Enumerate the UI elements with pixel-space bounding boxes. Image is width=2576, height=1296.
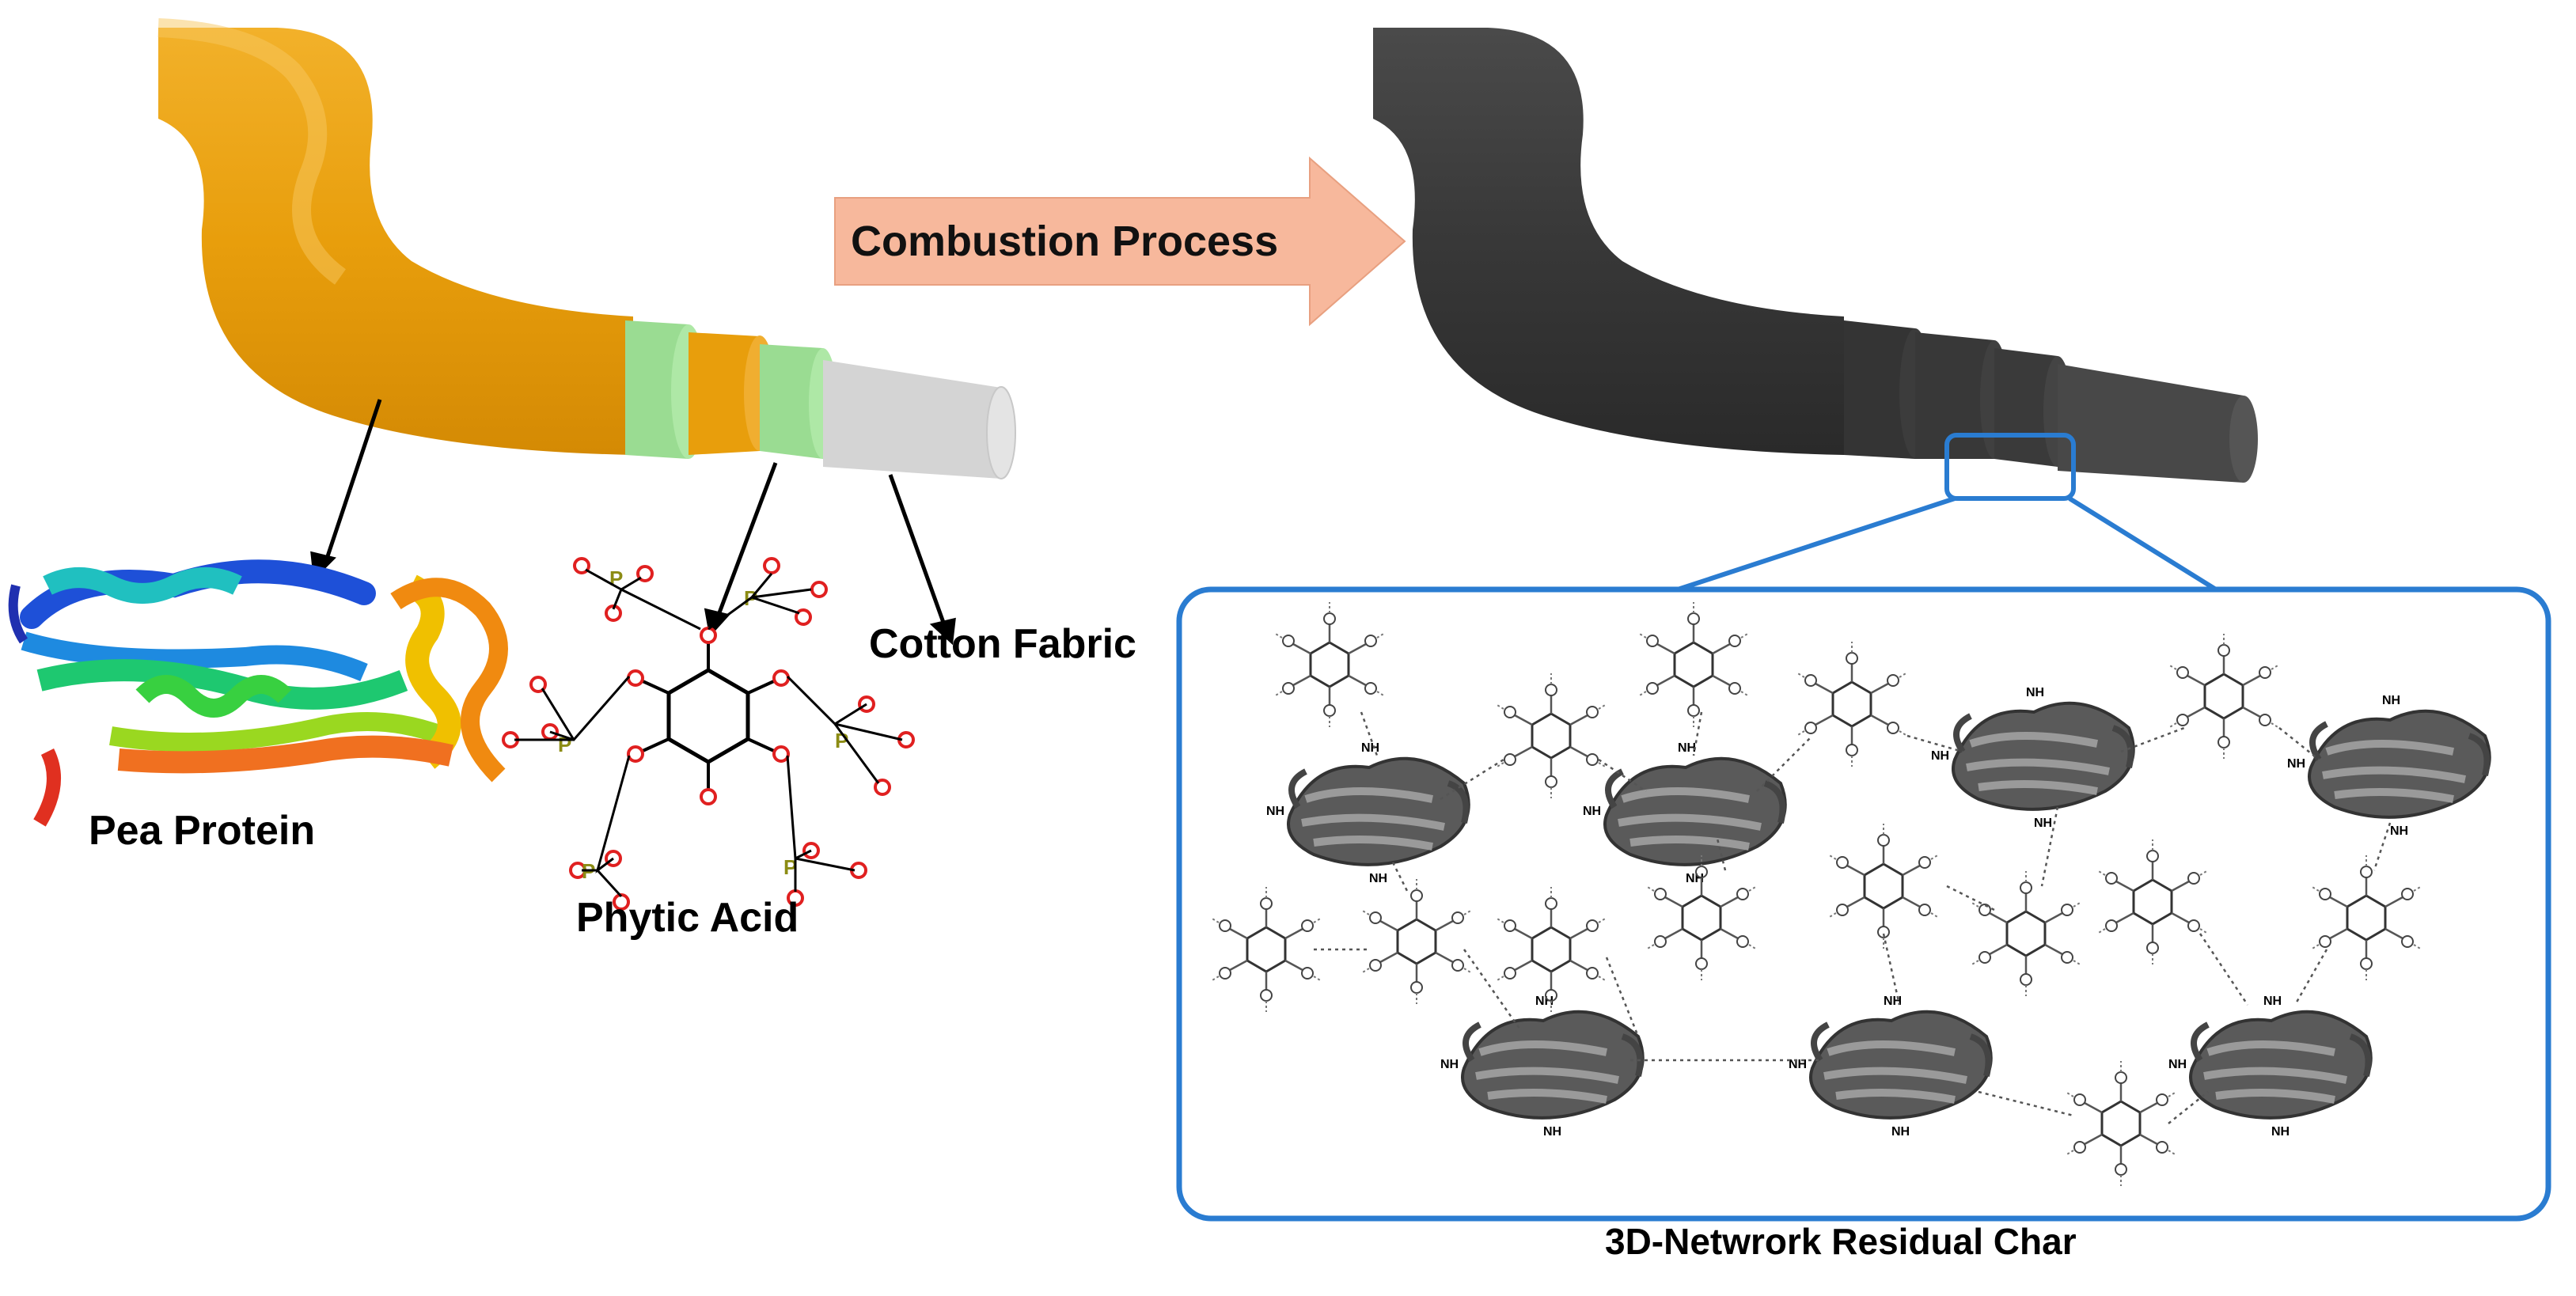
- cotton-core: [823, 360, 1016, 479]
- combustion-process-arrow: [834, 156, 1406, 327]
- combustion-process-label: Combustion Process: [851, 218, 1279, 265]
- char-fiber: [1373, 28, 2258, 483]
- pointer-arrows: [310, 399, 956, 646]
- pea-protein-label: Pea Protein: [89, 808, 316, 854]
- ribbon-protein-icon: [8, 559, 508, 827]
- coated-fiber: [157, 18, 633, 455]
- svg-text:P: P: [835, 729, 848, 752]
- protein-network-icon: [1209, 601, 2490, 1188]
- phytic-acid-molecule-icon: P P P P P P: [502, 557, 915, 911]
- cotton-fabric-label: Cotton Fabric: [869, 621, 1136, 667]
- phytic-acid-label: Phytic Acid: [576, 895, 799, 941]
- svg-text:P: P: [783, 855, 797, 879]
- residual-char-label: 3D-Netwrork Residual Char: [1605, 1221, 2077, 1262]
